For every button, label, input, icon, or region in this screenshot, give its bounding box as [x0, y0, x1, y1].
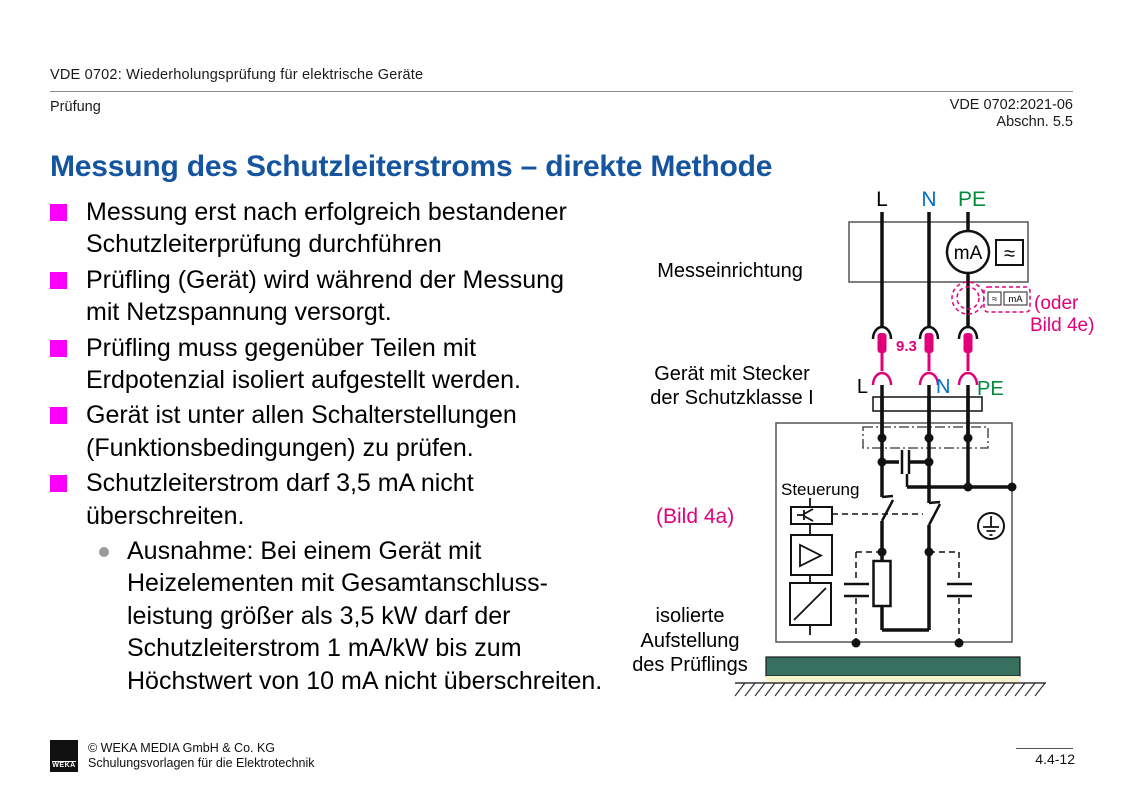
- standard-reference: VDE 0702:2021-06 Abschn. 5.5: [950, 97, 1073, 131]
- amplifier-icon: [799, 543, 824, 568]
- measuring-device-label: Messeinrichtung: [657, 260, 803, 282]
- pe-plug-label: PE: [977, 378, 1004, 400]
- bullet-text: Gerät ist unter allen Schalterstellungen…: [86, 401, 517, 462]
- clamp-meter-label: mA: [1008, 294, 1023, 305]
- page-title: Messung des Schutzleiterstroms – direkte…: [50, 150, 773, 183]
- junction-dots: [851, 433, 1017, 648]
- bullet-text: Messung erst nach erfolgreich bestandene…: [86, 198, 567, 259]
- standard-reference-line2: Abschn. 5.5: [996, 114, 1073, 130]
- document-title: VDE 0702: Wiederholungsprüfung für elekt…: [50, 67, 424, 83]
- bullet-square-icon: [50, 271, 67, 289]
- neutral-top-label: N: [921, 188, 936, 211]
- ma-meter: mA: [945, 229, 991, 275]
- sub-bullet-dot-icon: [99, 547, 109, 558]
- heating-element: [872, 559, 892, 608]
- ground-hatching: [734, 682, 1046, 697]
- device-label-line1: Gerät mit Stecker: [654, 363, 810, 385]
- section-label: Prüfung: [50, 99, 101, 115]
- converter-icon: [793, 587, 827, 621]
- isolation-label-line1: isolierte: [656, 605, 725, 627]
- isolation-label-line2: Aufstellung: [641, 630, 740, 652]
- current-clamp-icon: ≈ mA: [951, 281, 1031, 315]
- control-unit: [789, 498, 833, 635]
- terminal-block-dashed-box: [862, 426, 989, 449]
- measuring-device-box: [848, 221, 1029, 283]
- bullet-item: Prüfling (Gerät) wird während der Messun…: [50, 264, 710, 329]
- switch-contacts: [880, 494, 942, 526]
- test-connectors: [871, 325, 979, 386]
- footer-copyright: © WEKA MEDIA GmbH & Co. KG Schulungsvorl…: [88, 741, 315, 771]
- bullet-text: Schutzleiterstrom darf 3,5 mA nicht über…: [86, 469, 474, 530]
- copyright-line1: © WEKA MEDIA GmbH & Co. KG: [88, 741, 276, 755]
- bullet-square-icon: [50, 407, 67, 425]
- filter-symbol-icon: ≈: [995, 239, 1024, 266]
- figure-ref-label: (Bild 4a): [656, 505, 734, 528]
- copyright-line2: Schulungsvorlagen für die Elektrotechnik: [88, 756, 315, 770]
- header-divider: [50, 91, 1073, 92]
- bullet-square-icon: [50, 339, 67, 357]
- bullet-square-icon: [50, 475, 67, 493]
- ma-meter-label: mA: [954, 243, 983, 264]
- bullet-text: Prüfling (Gerät) wird während der Messun…: [86, 265, 564, 327]
- weka-logo-text: WEKA: [52, 761, 76, 772]
- bullet-list: Messung erst nach erfolgreich bestandene…: [50, 196, 710, 697]
- insulating-mat: [765, 656, 1021, 683]
- alt-note-line2: Bild 4e): [1030, 315, 1094, 336]
- bullet-text: Prüfling muss gegenüber Teilen mit Erdpo…: [86, 333, 521, 395]
- dashed-connections: [832, 513, 960, 641]
- transistor-icon: [797, 508, 814, 522]
- bullet-item: Prüfling muss gegenüber Teilen mit Erdpo…: [50, 332, 710, 397]
- pe-top-label: PE: [958, 188, 986, 211]
- page-number: 4.4-12: [1035, 751, 1075, 767]
- bullet-square-icon: [50, 204, 67, 221]
- bullet-item: Messung erst nach erfolgreich bestandene…: [50, 196, 710, 261]
- clamp-approx-symbol: ≈: [992, 294, 997, 305]
- page-number-divider: [1016, 748, 1073, 749]
- circuit-diagram: mA ≈ ≈ mA: [632, 188, 1094, 697]
- control-label: Steuerung: [781, 480, 859, 499]
- neutral-plug-label: N: [936, 376, 950, 398]
- bullet-item: Schutzleiterstrom darf 3,5 mA nicht über…: [50, 467, 710, 532]
- device-under-test-box: [775, 422, 1013, 643]
- isolation-label-line3: des Prüflings: [632, 654, 748, 676]
- alt-note-line1: (oder: [1034, 293, 1079, 314]
- bullet-item: Gerät ist unter allen Schalterstellungen…: [50, 399, 710, 464]
- weka-logo: WEKA: [50, 740, 78, 772]
- sub-bullet-text: Ausnahme: Bei einem Gerät mit Heizelemen…: [127, 537, 603, 695]
- device-label-line2: der Schutzklasse I: [650, 387, 813, 409]
- connector-ref-label: 9.3: [896, 338, 917, 355]
- approx-symbol: ≈: [1004, 243, 1015, 265]
- sub-bullet-item: Ausnahme: Bei einem Gerät mit Heizelemen…: [99, 535, 710, 697]
- phase-l-top-label: L: [876, 188, 888, 211]
- phase-l-plug-label: L: [857, 376, 868, 398]
- earth-symbol-icon: [977, 512, 1005, 540]
- standard-reference-line1: VDE 0702:2021-06: [949, 97, 1073, 113]
